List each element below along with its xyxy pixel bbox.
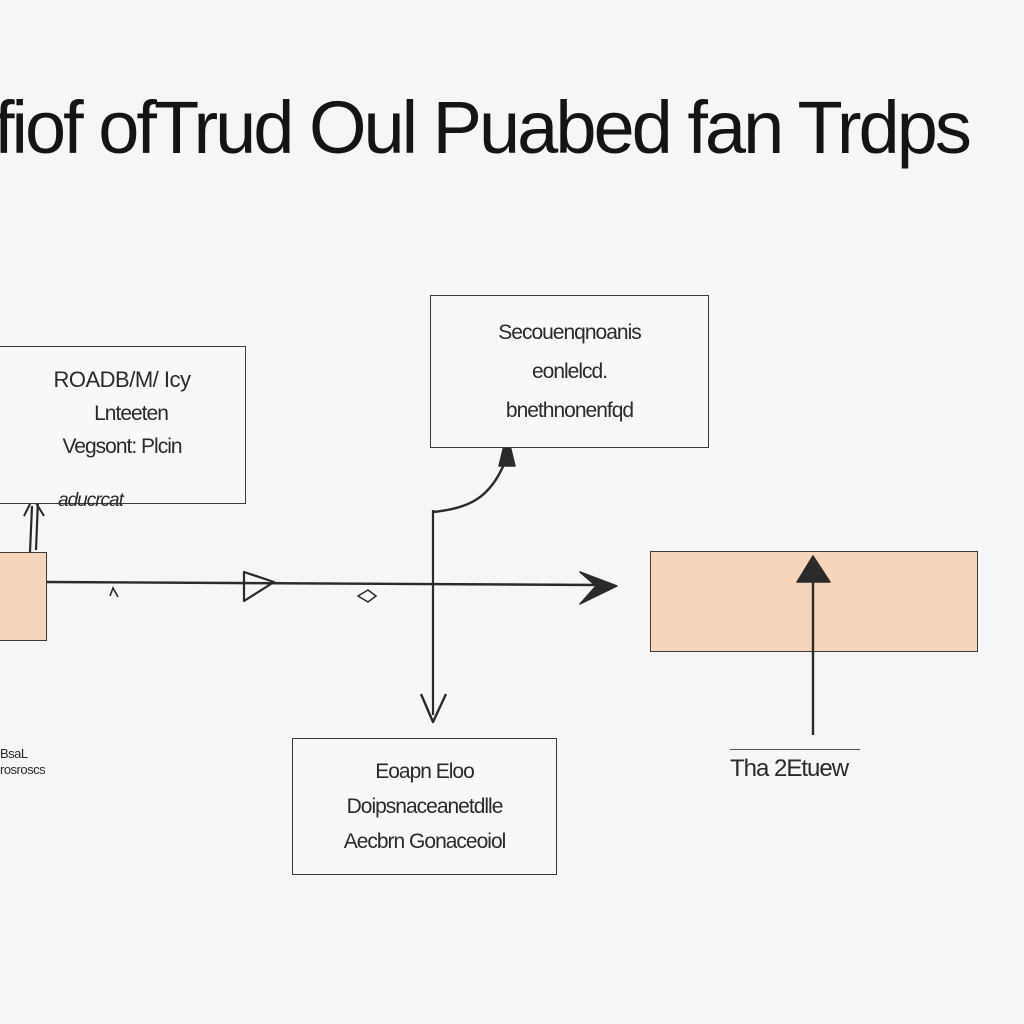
bottom-box-line-2: Doipsnaceanetdlle <box>346 795 504 818</box>
up-arrowhead-top-box <box>498 432 516 467</box>
left-box-line-2: Lnteeten <box>94 402 169 425</box>
bottom-box-line-3: Aecbrn Gonaceoiol <box>343 830 507 853</box>
flow-arrowhead-middle <box>242 570 276 603</box>
output-up-arrowhead <box>796 555 831 583</box>
output-caption: Tha 2Etuew <box>730 755 849 782</box>
top-box-line-2: eonlelcd. <box>531 360 608 383</box>
bottom-box-line-1: Eoapn Eloo <box>375 760 475 783</box>
top-box-line-1: Secouenqnoanis <box>498 321 641 344</box>
input-block <box>0 552 47 641</box>
curved-up-connector <box>432 461 507 514</box>
up-arrow-left-connector <box>28 499 40 553</box>
main-flow-line <box>45 580 601 587</box>
top-box-line-3: bnethnonenfqd <box>505 399 634 422</box>
footnote-label: BsaL rosroscs <box>0 746 46 778</box>
down-arrowhead <box>419 693 448 724</box>
bottom-process-box: Eoapn Eloo Doipsnaceanetdlle Aecbrn Gona… <box>292 738 557 875</box>
left-box-line-3: Vegsont: Plcin <box>62 435 182 458</box>
tick-mark-2 <box>356 589 378 603</box>
flow-arrowhead-end <box>579 571 618 605</box>
caption-rule <box>730 749 860 750</box>
footnote-line-1: BsaL <box>0 746 28 761</box>
under-left-label: aducrcat <box>58 490 124 511</box>
diagram-title: fiof ofTrud Oul Puabed fan Trdps <box>0 86 972 169</box>
top-process-box: Secouenqnoanis eonlelcd. bnethnonenfqd <box>430 295 709 448</box>
tick-mark-1 <box>109 586 119 598</box>
left-process-box: ROADB/M/ Icy Lnteeten Vegsont: Plcin <box>0 346 246 504</box>
left-box-line-1: ROADB/M/ Icy <box>53 367 191 392</box>
footnote-line-2: rosroscs <box>0 762 46 777</box>
